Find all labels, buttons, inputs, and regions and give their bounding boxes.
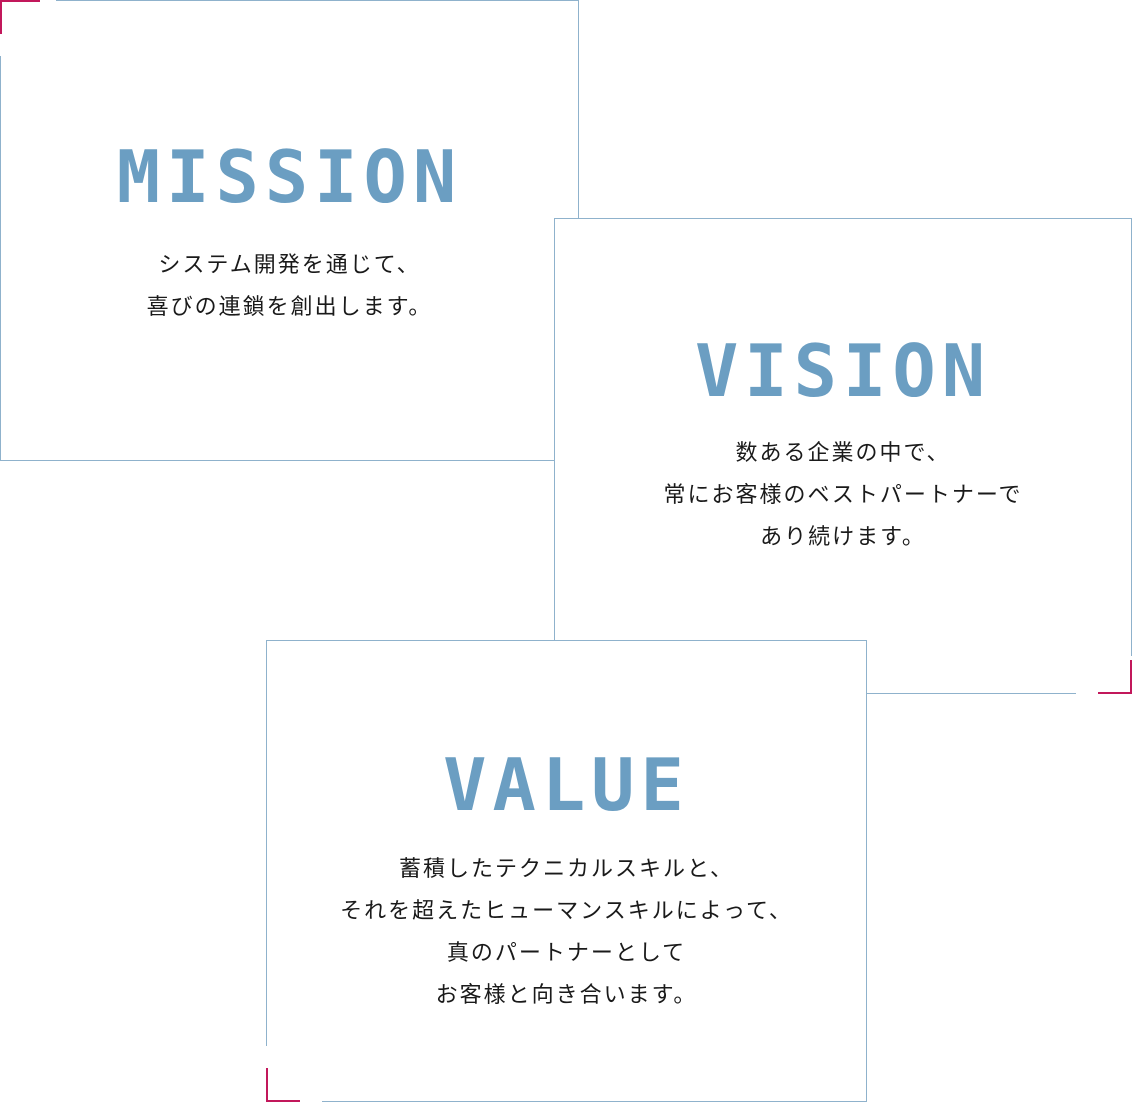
vision-line: あり続けます。: [760, 525, 926, 550]
mission-description: システム開発を通じて、 喜びの連鎖を創出します。: [1, 245, 578, 329]
vision-card: VISION 数ある企業の中で、 常にお客様のベストパートナーで あり続けます。: [554, 218, 1132, 694]
mission-heading: MISSION: [116, 135, 463, 219]
value-line: それを超えたヒューマンスキルによって、: [340, 899, 793, 924]
value-line: 蓄積したテクニカルスキルと、: [398, 857, 735, 882]
mission-line: システム開発を通じて、: [158, 253, 421, 278]
vision-description: 数ある企業の中で、 常にお客様のベストパートナーで あり続けます。: [555, 433, 1131, 559]
corner-accent-bottom-right: [1076, 656, 1132, 694]
mission-line: 喜びの連鎖を創出します。: [146, 295, 433, 320]
vision-heading: VISION: [694, 329, 992, 413]
corner-accent-top-left: [0, 0, 56, 56]
value-description: 蓄積したテクニカルスキルと、 それを超えたヒューマンスキルによって、 真のパート…: [267, 849, 866, 1017]
mission-card: MISSION システム開発を通じて、 喜びの連鎖を創出します。: [0, 0, 579, 461]
value-line: お客様と向き合います。: [435, 983, 698, 1008]
vision-line: 常にお客様のベストパートナーで: [663, 483, 1023, 508]
value-heading: VALUE: [443, 743, 690, 827]
vision-line: 数ある企業の中で、: [735, 441, 951, 466]
corner-accent-bottom-left: [266, 1046, 322, 1102]
value-line: 真のパートナーとして: [446, 941, 687, 966]
value-card: VALUE 蓄積したテクニカルスキルと、 それを超えたヒューマンスキルによって、…: [266, 640, 867, 1102]
